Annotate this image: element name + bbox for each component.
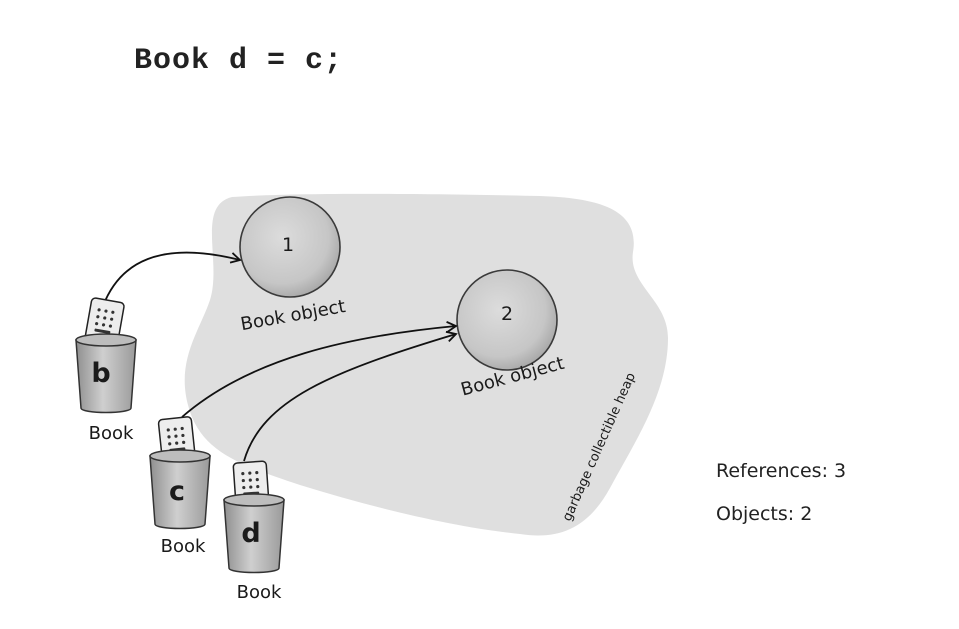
reference-variable-b: b Book (75, 297, 137, 444)
references-count: References: 3 (716, 460, 847, 482)
objects-count: Objects: 2 (716, 503, 813, 525)
reference-arrow-b (102, 251, 242, 307)
reference-b-var: b (91, 358, 110, 389)
cup-icon (223, 493, 285, 574)
code-statement: Book d = c; (134, 44, 344, 78)
book-object-1-number: 1 (282, 234, 294, 256)
reference-arrow-c (181, 321, 458, 418)
reference-c-var: c (169, 476, 185, 507)
reference-d-var: d (241, 518, 260, 549)
reference-c-type: Book (161, 536, 206, 557)
reference-arrow-d (243, 330, 458, 462)
cup-icon (149, 449, 211, 530)
counts-panel: References: 3 Objects: 2 (716, 460, 846, 546)
reference-variable-d: d Book (223, 460, 285, 603)
reference-variable-c: c Book (149, 416, 211, 557)
book-object-2-number: 2 (501, 303, 513, 325)
book-object-2-circle (456, 269, 558, 371)
reference-b-type: Book (89, 423, 134, 444)
book-object-1-circle (239, 196, 341, 298)
reference-d-type: Book (237, 582, 282, 603)
cup-icon (75, 333, 137, 414)
